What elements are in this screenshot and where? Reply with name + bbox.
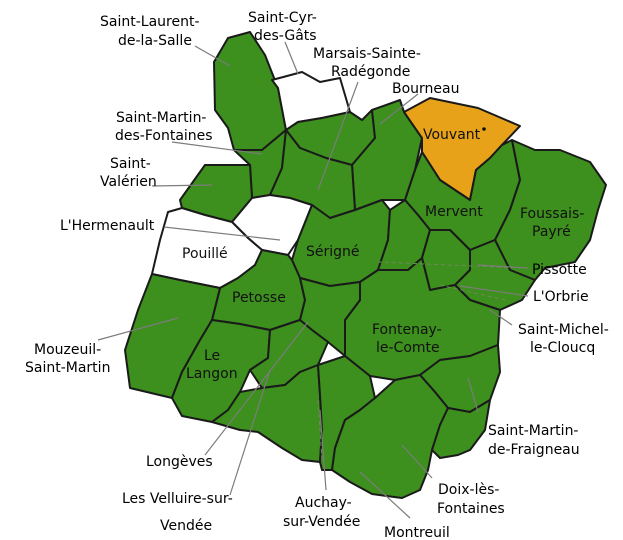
label-marsais-1: Marsais-Sainte- [313,46,421,62]
label-longeves: Longèves [146,454,213,470]
label-saint-martin-fontaines-1: Saint-Martin- [116,110,207,126]
label-pouille: Pouillé [182,246,228,262]
region-saint-michel-le-cloucq[interactable] [454,239,536,311]
dashed-boundary [317,399,323,461]
dashed-boundary [377,261,521,269]
region-doix-les-fontaines[interactable] [431,399,491,459]
label-mouzeuil-2: Saint-Martin [25,360,110,376]
label-lorbrie: L'Orbrie [533,289,589,305]
label-fontenay-1: Fontenay- [372,322,442,338]
label-pissotte: Pissotte [532,262,587,278]
label-saint-cyr-2: des-Gâts [254,28,317,44]
label-vouvant: Vouvant [423,127,481,143]
label-foussais-1: Foussais- [520,206,584,222]
label-lhermenault: L'Hermenault [60,218,155,234]
label-le-langon-1: Le [204,348,220,364]
label-doix-2: Fontaines [437,501,505,517]
label-saint-laurent-1: Saint-Laurent- [100,14,200,30]
label-montreuil: Montreuil [384,525,450,540]
label-mouzeuil-1: Mouzeuil- [34,342,101,358]
town-marker [482,127,486,131]
label-saint-cyr-1: Saint-Cyr- [248,10,317,26]
label-foussais-2: Payré [532,224,571,240]
label-velluire-2: Vendée [160,518,212,534]
label-saint-valerien-1: Saint- [110,156,151,172]
label-saint-valerien-2: Valérien [100,174,157,190]
label-saint-michel-2: le-Cloucq [530,340,595,356]
label-saint-martin-fraigneau-1: Saint-Martin- [488,423,579,439]
region-foussais-payre[interactable] [494,139,607,281]
label-saint-laurent-2: de-la-Salle [118,33,192,49]
label-saint-martin-fraigneau-2: de-Fraigneau [488,442,580,458]
label-bourneau: Bourneau [392,81,460,97]
label-petosse: Petosse [232,290,286,306]
label-velluire-1: Les Velluire-sur- [122,491,233,507]
label-mervent: Mervent [425,204,483,220]
label-fontenay-2: le-Comte [376,340,440,356]
label-marsais-2: Radégonde [331,64,410,80]
label-doix-1: Doix-lès- [438,482,499,498]
label-le-langon-2: Langon [186,366,238,382]
region-saint-laurent-de-la-salle[interactable] [213,31,287,151]
label-serigne: Sérigné [306,244,360,260]
label-saint-martin-fontaines-2: des-Fontaines [115,128,213,144]
label-auchay-1: Auchay- [295,495,352,511]
label-auchay-2: sur-Vendée [283,514,360,530]
label-saint-michel-1: Saint-Michel- [518,322,609,338]
leader-lines [97,41,529,519]
